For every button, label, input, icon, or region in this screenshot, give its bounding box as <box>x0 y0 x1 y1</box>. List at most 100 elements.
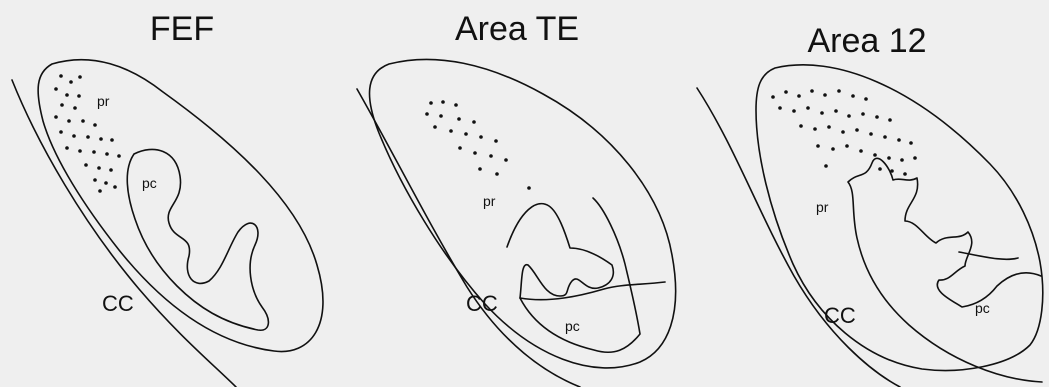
dot <box>93 123 97 127</box>
dot <box>831 147 835 151</box>
dot <box>827 125 831 129</box>
label-pr-area-te: pr <box>483 193 496 209</box>
corpus-callosum-outline-fef <box>12 80 236 387</box>
dot <box>861 112 865 116</box>
dot <box>449 129 453 133</box>
label-cc-fef: CC <box>102 291 134 316</box>
dot <box>887 156 891 160</box>
dot <box>504 158 508 162</box>
dot <box>527 186 531 190</box>
dot <box>98 189 102 193</box>
dot <box>86 135 90 139</box>
dot <box>824 164 828 168</box>
dot <box>875 115 879 119</box>
dot <box>59 130 63 134</box>
dot <box>473 151 477 155</box>
dot <box>105 152 109 156</box>
panel-area-12: Area 12 pr pc CC <box>697 22 1043 387</box>
dot <box>73 106 77 110</box>
dot <box>458 146 462 150</box>
panel-area-te: Area TE pr pc CC <box>357 10 676 387</box>
dot <box>816 144 820 148</box>
cortex-outline-area-12 <box>756 65 1043 371</box>
dot <box>869 132 873 136</box>
dot <box>93 178 97 182</box>
panel-title-fef: FEF <box>150 10 214 48</box>
dot <box>845 144 849 148</box>
dot <box>441 100 445 104</box>
dot <box>99 137 103 141</box>
dot <box>855 128 859 132</box>
panel-title-area-te: Area TE <box>455 10 579 48</box>
dot <box>65 146 69 150</box>
label-cc-area-te: CC <box>466 291 498 316</box>
dot <box>771 95 775 99</box>
dot <box>54 115 58 119</box>
dot <box>890 169 894 173</box>
dot <box>873 153 877 157</box>
dot <box>841 130 845 134</box>
dot <box>792 109 796 113</box>
dot <box>109 168 113 172</box>
dot <box>84 163 88 167</box>
dot <box>888 118 892 122</box>
label-pr-area-12: pr <box>816 199 829 215</box>
label-pc-fef: pc <box>142 175 157 191</box>
dot <box>439 114 443 118</box>
dot <box>69 80 73 84</box>
label-pc-area-12: pc <box>975 300 990 316</box>
dot <box>864 97 868 101</box>
dot <box>454 103 458 107</box>
dot <box>810 89 814 93</box>
dot <box>806 106 810 110</box>
dot <box>479 135 483 139</box>
dot <box>897 138 901 142</box>
dot <box>117 154 121 158</box>
dot <box>464 132 468 136</box>
corpus-callosum-outline-area-te <box>357 89 580 387</box>
cortex-outline-area-te <box>370 59 676 368</box>
label-pc-area-te: pc <box>565 318 580 334</box>
dot <box>478 167 482 171</box>
corpus-callosum-outline-area-12 <box>697 88 900 387</box>
dot <box>797 94 801 98</box>
dot <box>823 93 827 97</box>
dot <box>837 89 841 93</box>
dots-area-te <box>425 100 531 190</box>
dot <box>778 106 782 110</box>
dot <box>429 101 433 105</box>
dot <box>425 112 429 116</box>
panel-fef: FEF pr pc CC <box>12 10 323 387</box>
dot <box>433 125 437 129</box>
dot <box>883 135 887 139</box>
dot <box>59 74 63 78</box>
dot <box>494 139 498 143</box>
cortex-outline-fef <box>38 60 323 352</box>
dot <box>54 87 58 91</box>
dot <box>97 166 101 170</box>
dot <box>77 94 81 98</box>
panel-title-area-12: Area 12 <box>807 22 926 60</box>
dot <box>834 109 838 113</box>
dot <box>909 141 913 145</box>
dot <box>457 117 461 121</box>
dot <box>78 75 82 79</box>
dot <box>851 94 855 98</box>
dot <box>104 181 108 185</box>
label-pr-fef: pr <box>97 93 110 109</box>
dot <box>72 134 76 138</box>
dots-fef <box>54 74 121 193</box>
dot <box>92 150 96 154</box>
dot <box>847 114 851 118</box>
dot <box>813 127 817 131</box>
dot <box>67 119 71 123</box>
dot <box>878 167 882 171</box>
dot <box>799 124 803 128</box>
dot <box>913 156 917 160</box>
dot <box>784 90 788 94</box>
dot <box>60 103 64 107</box>
dot <box>81 119 85 123</box>
dot <box>489 154 493 158</box>
dot <box>472 120 476 124</box>
